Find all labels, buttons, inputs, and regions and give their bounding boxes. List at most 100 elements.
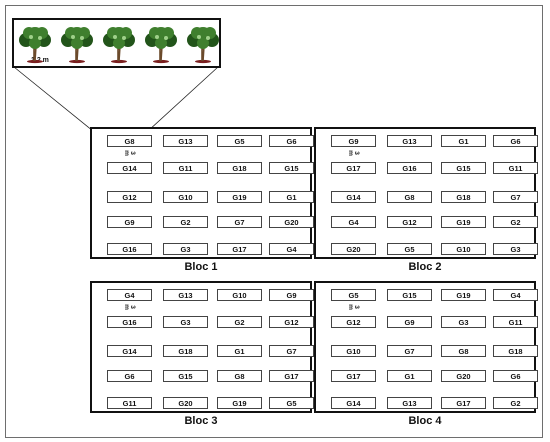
genotype-plot: G4 [493,289,538,301]
zoom-line-right [147,66,219,132]
genotype-plot: G17 [217,243,262,255]
genotype-plot: G14 [107,345,152,357]
genotype-plot: G5 [217,135,262,147]
row-gap-label: 3 m [123,304,136,310]
genotype-plot: G1 [217,345,262,357]
genotype-plot: G3 [163,243,208,255]
genotype-plot: G2 [493,397,538,409]
tree-row-inset: 1.2 m [12,18,221,68]
bloc-label: Bloc 3 [184,415,218,427]
genotype-plot: G20 [331,243,376,255]
genotype-plot: G3 [163,316,208,328]
genotype-plot: G8 [441,345,486,357]
genotype-plot: G15 [387,289,432,301]
genotype-plot: G18 [217,162,262,174]
genotype-plot: G7 [493,191,538,203]
row-gap-label: 3 m [347,150,360,156]
genotype-plot: G18 [493,345,538,357]
genotype-plot: G13 [163,289,208,301]
genotype-plot: G4 [331,216,376,228]
genotype-plot: G19 [441,289,486,301]
genotype-plot: G10 [331,345,376,357]
genotype-plot: G10 [217,289,262,301]
genotype-plot: G17 [269,370,314,382]
genotype-plot: G18 [163,345,208,357]
genotype-plot: G17 [331,370,376,382]
genotype-plot: G10 [441,243,486,255]
genotype-plot: G5 [331,289,376,301]
genotype-plot: G17 [331,162,376,174]
genotype-plot: G15 [269,162,314,174]
genotype-plot: G4 [269,243,314,255]
zoom-line-left [13,66,94,132]
genotype-plot: G8 [107,135,152,147]
genotype-plot: G19 [217,397,262,409]
genotype-plot: G11 [493,162,538,174]
genotype-plot: G6 [493,135,538,147]
genotype-plot: G15 [441,162,486,174]
genotype-plot: G1 [269,191,314,203]
genotype-plot: G2 [217,316,262,328]
genotype-plot: G12 [269,316,314,328]
genotype-plot: G5 [387,243,432,255]
genotype-plot: G14 [331,191,376,203]
genotype-plot: G1 [441,135,486,147]
genotype-plot: G17 [441,397,486,409]
row-gap-label: 3 m [123,150,136,156]
genotype-plot: G19 [217,191,262,203]
bloc-label: Bloc 1 [184,261,218,273]
bloc-label: Bloc 4 [408,415,442,427]
genotype-plot: G6 [107,370,152,382]
genotype-plot: G7 [217,216,262,228]
genotype-plot: G9 [331,135,376,147]
genotype-plot: G3 [441,316,486,328]
genotype-plot: G20 [269,216,314,228]
genotype-plot: G12 [107,191,152,203]
tree-icon [19,27,51,64]
bloc-label: Bloc 2 [408,261,442,273]
genotype-plot: G3 [493,243,538,255]
genotype-plot: G20 [163,397,208,409]
genotype-plot: G4 [107,289,152,301]
genotype-plot: G8 [217,370,262,382]
genotype-plot: G18 [441,191,486,203]
genotype-plot: G9 [107,216,152,228]
genotype-plot: G12 [331,316,376,328]
tree-icon [187,27,219,64]
genotype-plot: G12 [387,216,432,228]
genotype-plot: G13 [387,135,432,147]
genotype-plot: G11 [163,162,208,174]
genotype-plot: G7 [269,345,314,357]
genotype-plot: G16 [387,162,432,174]
genotype-plot: G19 [441,216,486,228]
genotype-plot: G13 [163,135,208,147]
genotype-plot: G14 [107,162,152,174]
tree-icon [61,27,93,64]
genotype-plot: G15 [163,370,208,382]
genotype-plot: G11 [493,316,538,328]
genotype-plot: G6 [493,370,538,382]
diagram-frame [5,5,543,438]
genotype-plot: G11 [107,397,152,409]
genotype-plot: G8 [387,191,432,203]
genotype-plot: G9 [387,316,432,328]
genotype-plot: G13 [387,397,432,409]
genotype-plot: G6 [269,135,314,147]
genotype-plot: G7 [387,345,432,357]
genotype-plot: G5 [269,397,314,409]
tree-icon [103,27,135,64]
genotype-plot: G16 [107,243,152,255]
genotype-plot: G16 [107,316,152,328]
row-gap-label: 3 m [347,304,360,310]
genotype-plot: G10 [163,191,208,203]
genotype-plot: G14 [331,397,376,409]
genotype-plot: G2 [493,216,538,228]
genotype-plot: G9 [269,289,314,301]
genotype-plot: G1 [387,370,432,382]
